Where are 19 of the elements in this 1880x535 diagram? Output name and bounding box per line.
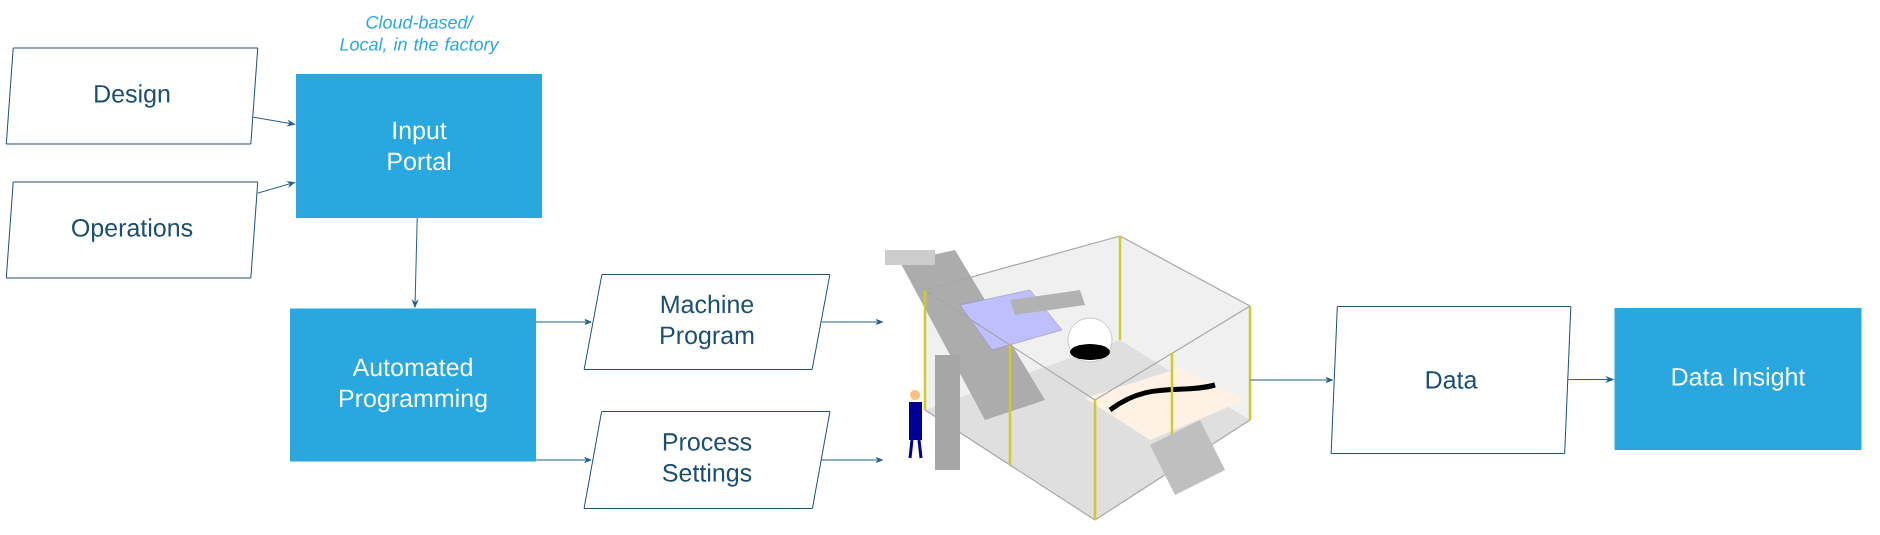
arrow (1249, 377, 1333, 383)
data-parallelogram: Design (5, 47, 259, 145)
data-parallelogram: Data (1330, 306, 1572, 454)
process-box: Data Insight (1614, 308, 1862, 450)
process-box: Input Portal (296, 74, 542, 218)
arrow (412, 217, 418, 308)
arrow (821, 457, 883, 463)
note-text: Cloud-based/ Local, in the factory (340, 15, 500, 55)
process-box: Automated Programming (290, 308, 536, 462)
arrow (256, 181, 295, 194)
data-parallelogram: Process Settings (583, 411, 831, 509)
data-parallelogram: Machine Program (583, 274, 831, 370)
arrow (535, 319, 592, 325)
data-parallelogram: Operations (5, 181, 259, 279)
arrow (535, 457, 592, 463)
arrow (252, 116, 295, 127)
arrow (1567, 376, 1614, 383)
arrow (821, 319, 883, 325)
robot-cell-drawing (885, 235, 1252, 521)
